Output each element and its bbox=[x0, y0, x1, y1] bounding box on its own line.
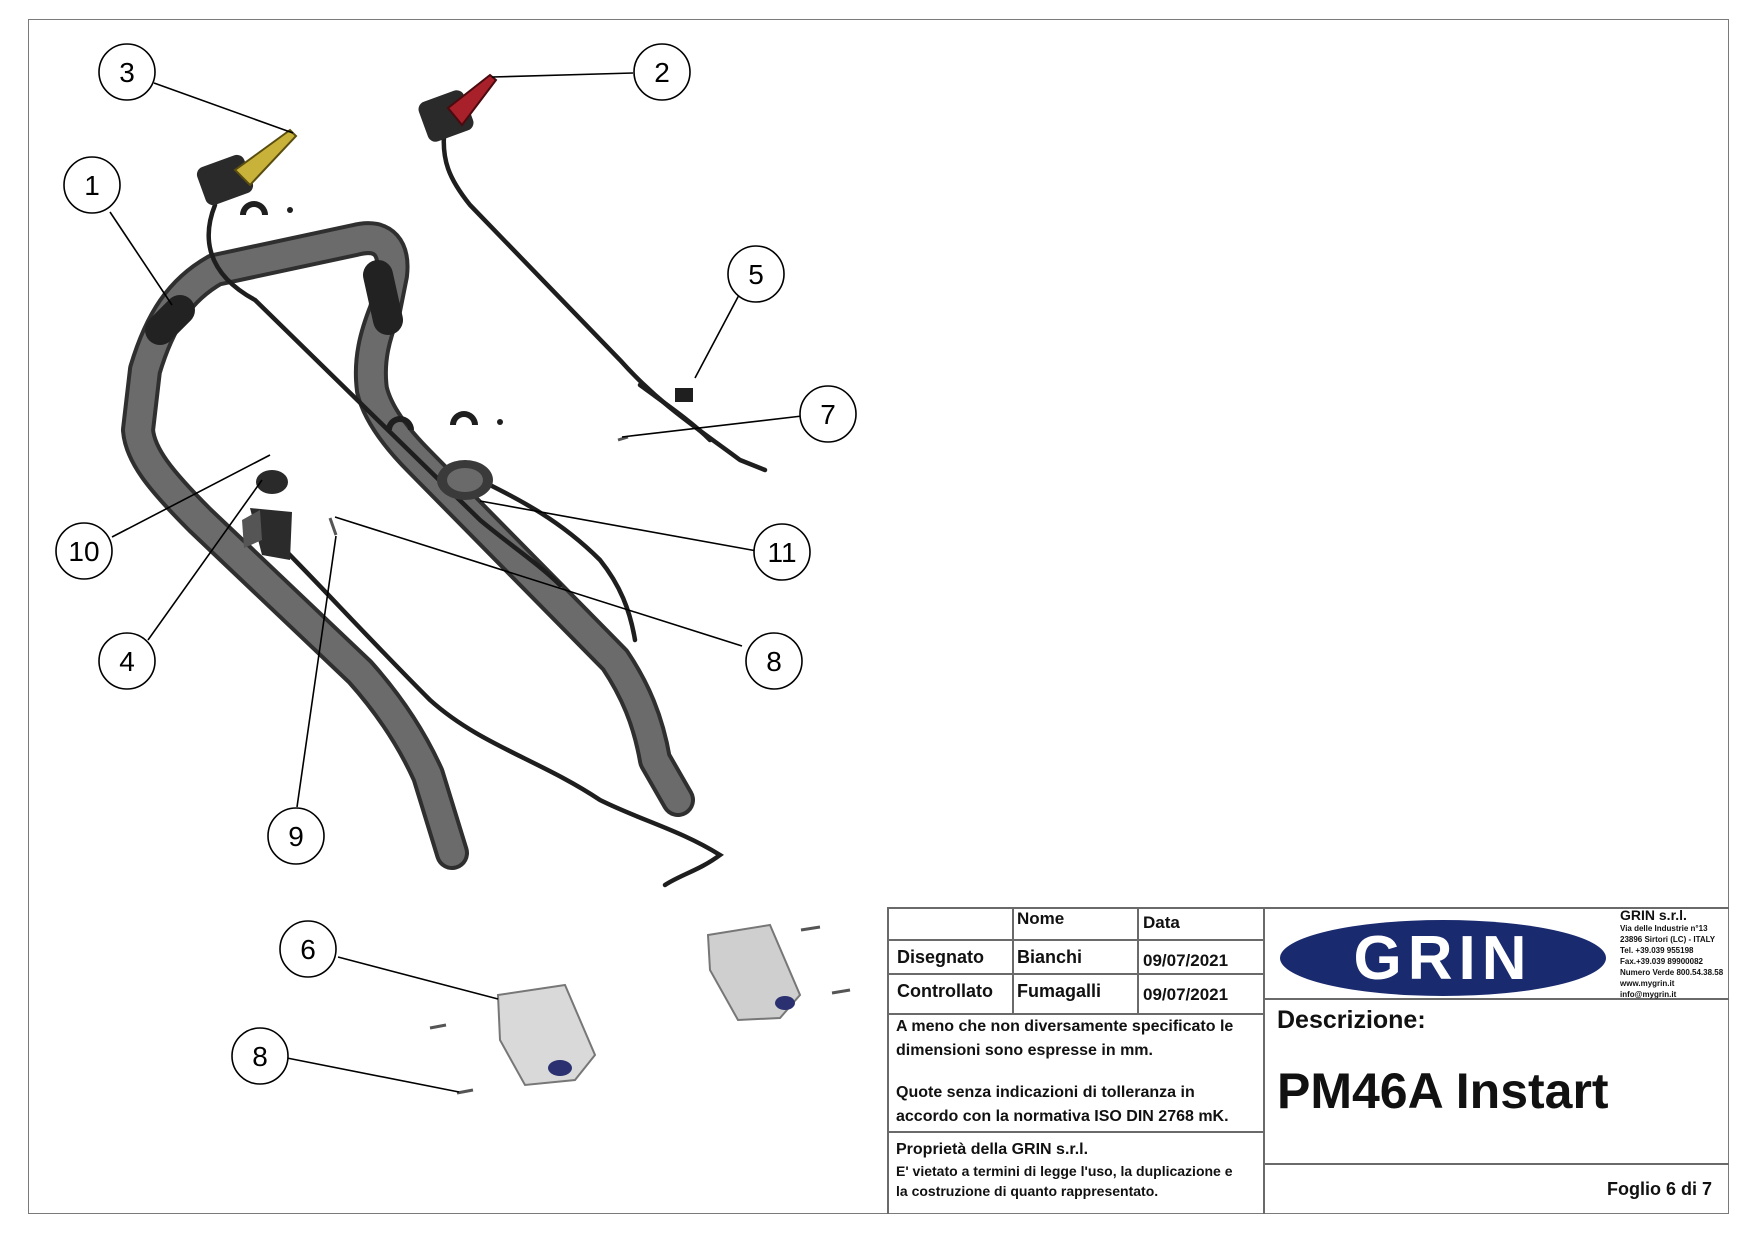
svg-text:1: 1 bbox=[84, 170, 100, 201]
callout-8-lower: 8 bbox=[231, 1027, 289, 1085]
bracket-6-left bbox=[496, 983, 597, 1087]
date-header: Data bbox=[1143, 913, 1180, 932]
svg-text:GRIN: GRIN bbox=[1354, 924, 1533, 993]
svg-text:9: 9 bbox=[288, 821, 304, 852]
clips bbox=[240, 201, 693, 430]
cables bbox=[206, 122, 768, 888]
name-header: Nome bbox=[1017, 909, 1065, 928]
switch-box-4 bbox=[242, 470, 292, 560]
description-label: Descrizione: bbox=[1277, 1006, 1426, 1034]
svg-text:11: 11 bbox=[767, 537, 796, 568]
svg-text:7: 7 bbox=[820, 399, 836, 430]
callout-10: 10 bbox=[55, 522, 113, 580]
description-value: PM46A Instart bbox=[1277, 1063, 1609, 1119]
callout-1: 1 bbox=[63, 156, 121, 214]
callout-3: 3 bbox=[98, 43, 156, 101]
checked-by-date: 09/07/2021 bbox=[1143, 985, 1229, 1004]
svg-text:4: 4 bbox=[119, 646, 135, 677]
callout-8-upper: 8 bbox=[745, 632, 803, 690]
title-block: Nome Data Disegnato Bianchi 09/07/2021 C… bbox=[887, 907, 1729, 1214]
svg-text:8: 8 bbox=[766, 646, 782, 677]
callout-2: 2 bbox=[633, 43, 691, 101]
drawn-by-name: Bianchi bbox=[1017, 947, 1083, 967]
drawn-by-date: 09/07/2021 bbox=[1143, 951, 1229, 970]
callout-7: 7 bbox=[799, 385, 857, 443]
note-tolerances: Quote senza indicazioni di tolleranza in… bbox=[896, 1084, 1229, 1125]
callout-9: 9 bbox=[267, 807, 325, 865]
grin-logo: GRIN bbox=[1280, 920, 1606, 996]
sheet-number: Foglio 6 di 7 bbox=[1607, 1179, 1713, 1199]
note-dimensions: A meno che non diversamente specificato … bbox=[896, 1018, 1234, 1059]
callout-4: 4 bbox=[98, 632, 156, 690]
drawn-by-label: Disegnato bbox=[897, 947, 985, 967]
callout-11: 11 bbox=[753, 523, 811, 581]
drawing-sheet-border bbox=[28, 19, 1729, 1214]
callout-5: 5 bbox=[727, 245, 785, 303]
svg-text:6: 6 bbox=[300, 934, 316, 965]
property-notice: Proprietà della GRIN s.r.l. E' vietato a… bbox=[896, 1141, 1233, 1199]
leader-lines bbox=[109, 72, 803, 1093]
svg-text:8: 8 bbox=[252, 1041, 268, 1072]
lever-2-red bbox=[418, 73, 498, 142]
svg-text:10: 10 bbox=[68, 536, 99, 567]
handle-tube bbox=[121, 221, 695, 870]
callouts: 3 2 1 5 7 10 11 4 8 9 6 8 bbox=[55, 43, 857, 1085]
cable-guide-11 bbox=[437, 460, 493, 500]
lever-3-yellow bbox=[196, 128, 298, 206]
checked-by-name: Fumagalli bbox=[1017, 981, 1102, 1001]
checked-by-label: Controllato bbox=[897, 981, 993, 1001]
svg-text:5: 5 bbox=[748, 259, 764, 290]
svg-text:3: 3 bbox=[119, 57, 135, 88]
callout-6: 6 bbox=[279, 920, 337, 978]
svg-text:2: 2 bbox=[654, 57, 670, 88]
bracket-6-right bbox=[706, 923, 802, 1022]
screws bbox=[328, 435, 851, 1095]
company-info: GRIN s.r.l. Via delle Industrie n°13 238… bbox=[1620, 907, 1724, 999]
